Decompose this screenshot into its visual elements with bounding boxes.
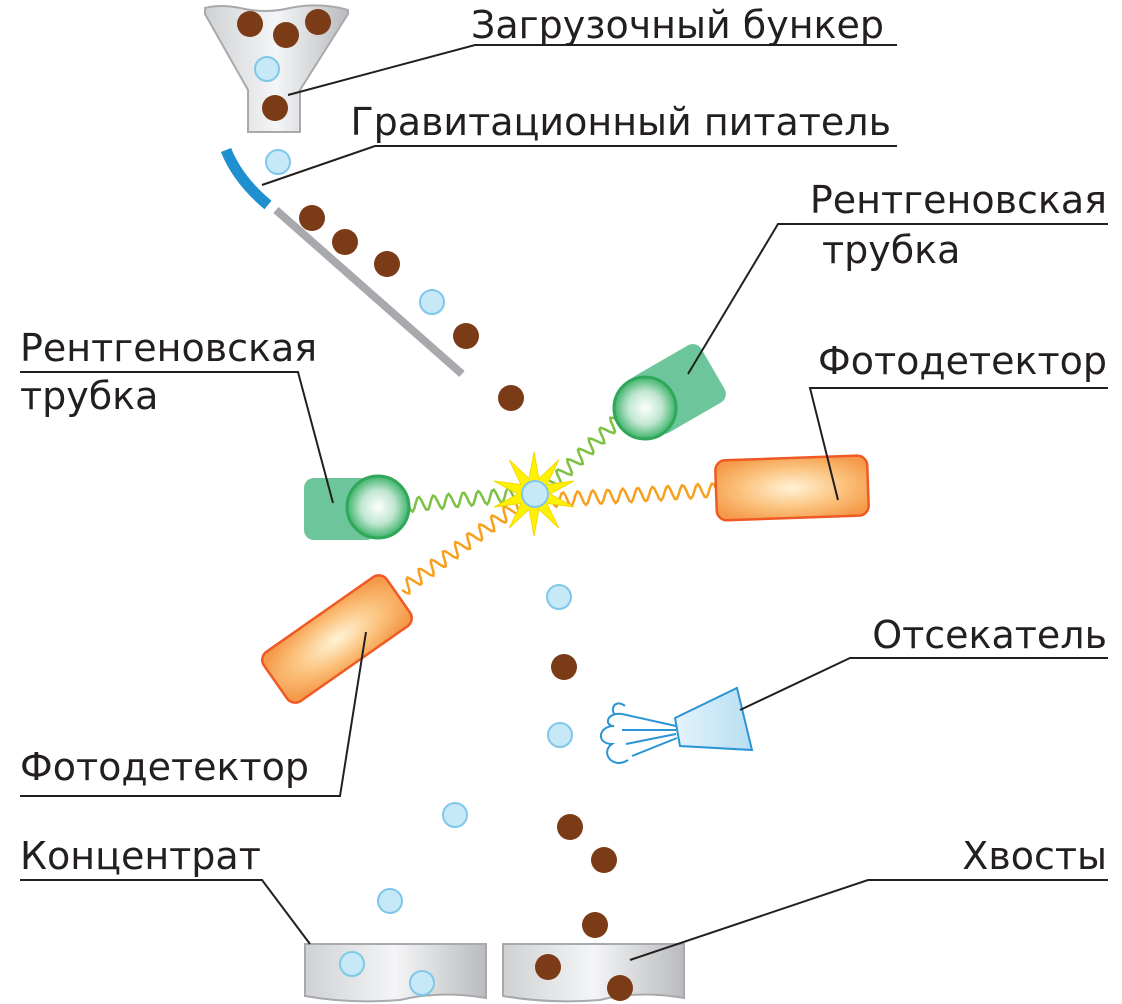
hopper-particles bbox=[237, 9, 331, 121]
gravity-feeder bbox=[220, 147, 272, 210]
mineral-particle bbox=[419, 289, 445, 315]
feeder-chute bbox=[273, 206, 465, 378]
mineral-particle bbox=[254, 56, 280, 82]
ore-particle bbox=[591, 847, 617, 873]
mineral-particle bbox=[521, 480, 549, 508]
sorted-particles bbox=[377, 584, 617, 938]
ore-particle bbox=[582, 912, 608, 938]
x-ray-flash-icon bbox=[493, 451, 575, 537]
ore-particle bbox=[374, 251, 400, 277]
label-photodetector-left: Фотодетектор bbox=[20, 745, 309, 789]
detector-wave bbox=[550, 482, 717, 509]
ore-particle bbox=[498, 385, 524, 411]
ore-particle bbox=[299, 205, 325, 231]
tailings-bin bbox=[502, 943, 685, 1003]
mineral-particle bbox=[377, 888, 403, 914]
label-x-ray-tube-right-line2: трубка bbox=[822, 228, 960, 272]
concentrate-bin bbox=[304, 943, 487, 1003]
mineral-particle bbox=[547, 722, 573, 748]
ore-particle bbox=[273, 22, 299, 48]
label-gravity-feeder: Гравитационный питатель bbox=[350, 100, 891, 144]
label-x-ray-tube-left-line2: трубка bbox=[20, 374, 158, 418]
label-ejector: Отсекатель bbox=[872, 613, 1107, 657]
photodetector-left bbox=[261, 574, 413, 704]
photodetector-right bbox=[714, 454, 870, 522]
air-nozzle-icon bbox=[600, 686, 754, 764]
ore-particle bbox=[237, 11, 263, 37]
x-ray-tube-right-emitter bbox=[612, 375, 678, 441]
ore-particle bbox=[305, 9, 331, 35]
ore-particle bbox=[535, 954, 561, 980]
x-ray-wave bbox=[544, 416, 619, 489]
label-hopper: Загрузочный бункер bbox=[471, 3, 884, 47]
ore-particle bbox=[262, 95, 288, 121]
label-x-ray-tube-left-line1: Рентгеновская bbox=[20, 326, 317, 370]
ore-particle bbox=[557, 814, 583, 840]
chute-particles bbox=[265, 149, 524, 411]
ore-particle bbox=[332, 229, 358, 255]
detector-wave bbox=[401, 496, 521, 595]
label-tailings: Хвосты bbox=[962, 834, 1107, 878]
leader-lines bbox=[20, 44, 1108, 961]
label-photodetector-right: Фотодетектор bbox=[818, 339, 1107, 383]
mineral-particle bbox=[546, 584, 572, 610]
ore-particle bbox=[551, 654, 577, 680]
mineral-particle bbox=[265, 149, 291, 175]
mineral-particle bbox=[442, 802, 468, 828]
label-concentrate: Концентрат bbox=[20, 834, 261, 878]
label-x-ray-tube-right-line1: Рентгеновская bbox=[810, 178, 1107, 222]
mineral-particle bbox=[339, 951, 365, 977]
ore-particle bbox=[607, 975, 633, 1001]
mineral-particle bbox=[409, 970, 435, 996]
ore-particle bbox=[453, 323, 479, 349]
x-ray-tube-left bbox=[304, 474, 411, 540]
